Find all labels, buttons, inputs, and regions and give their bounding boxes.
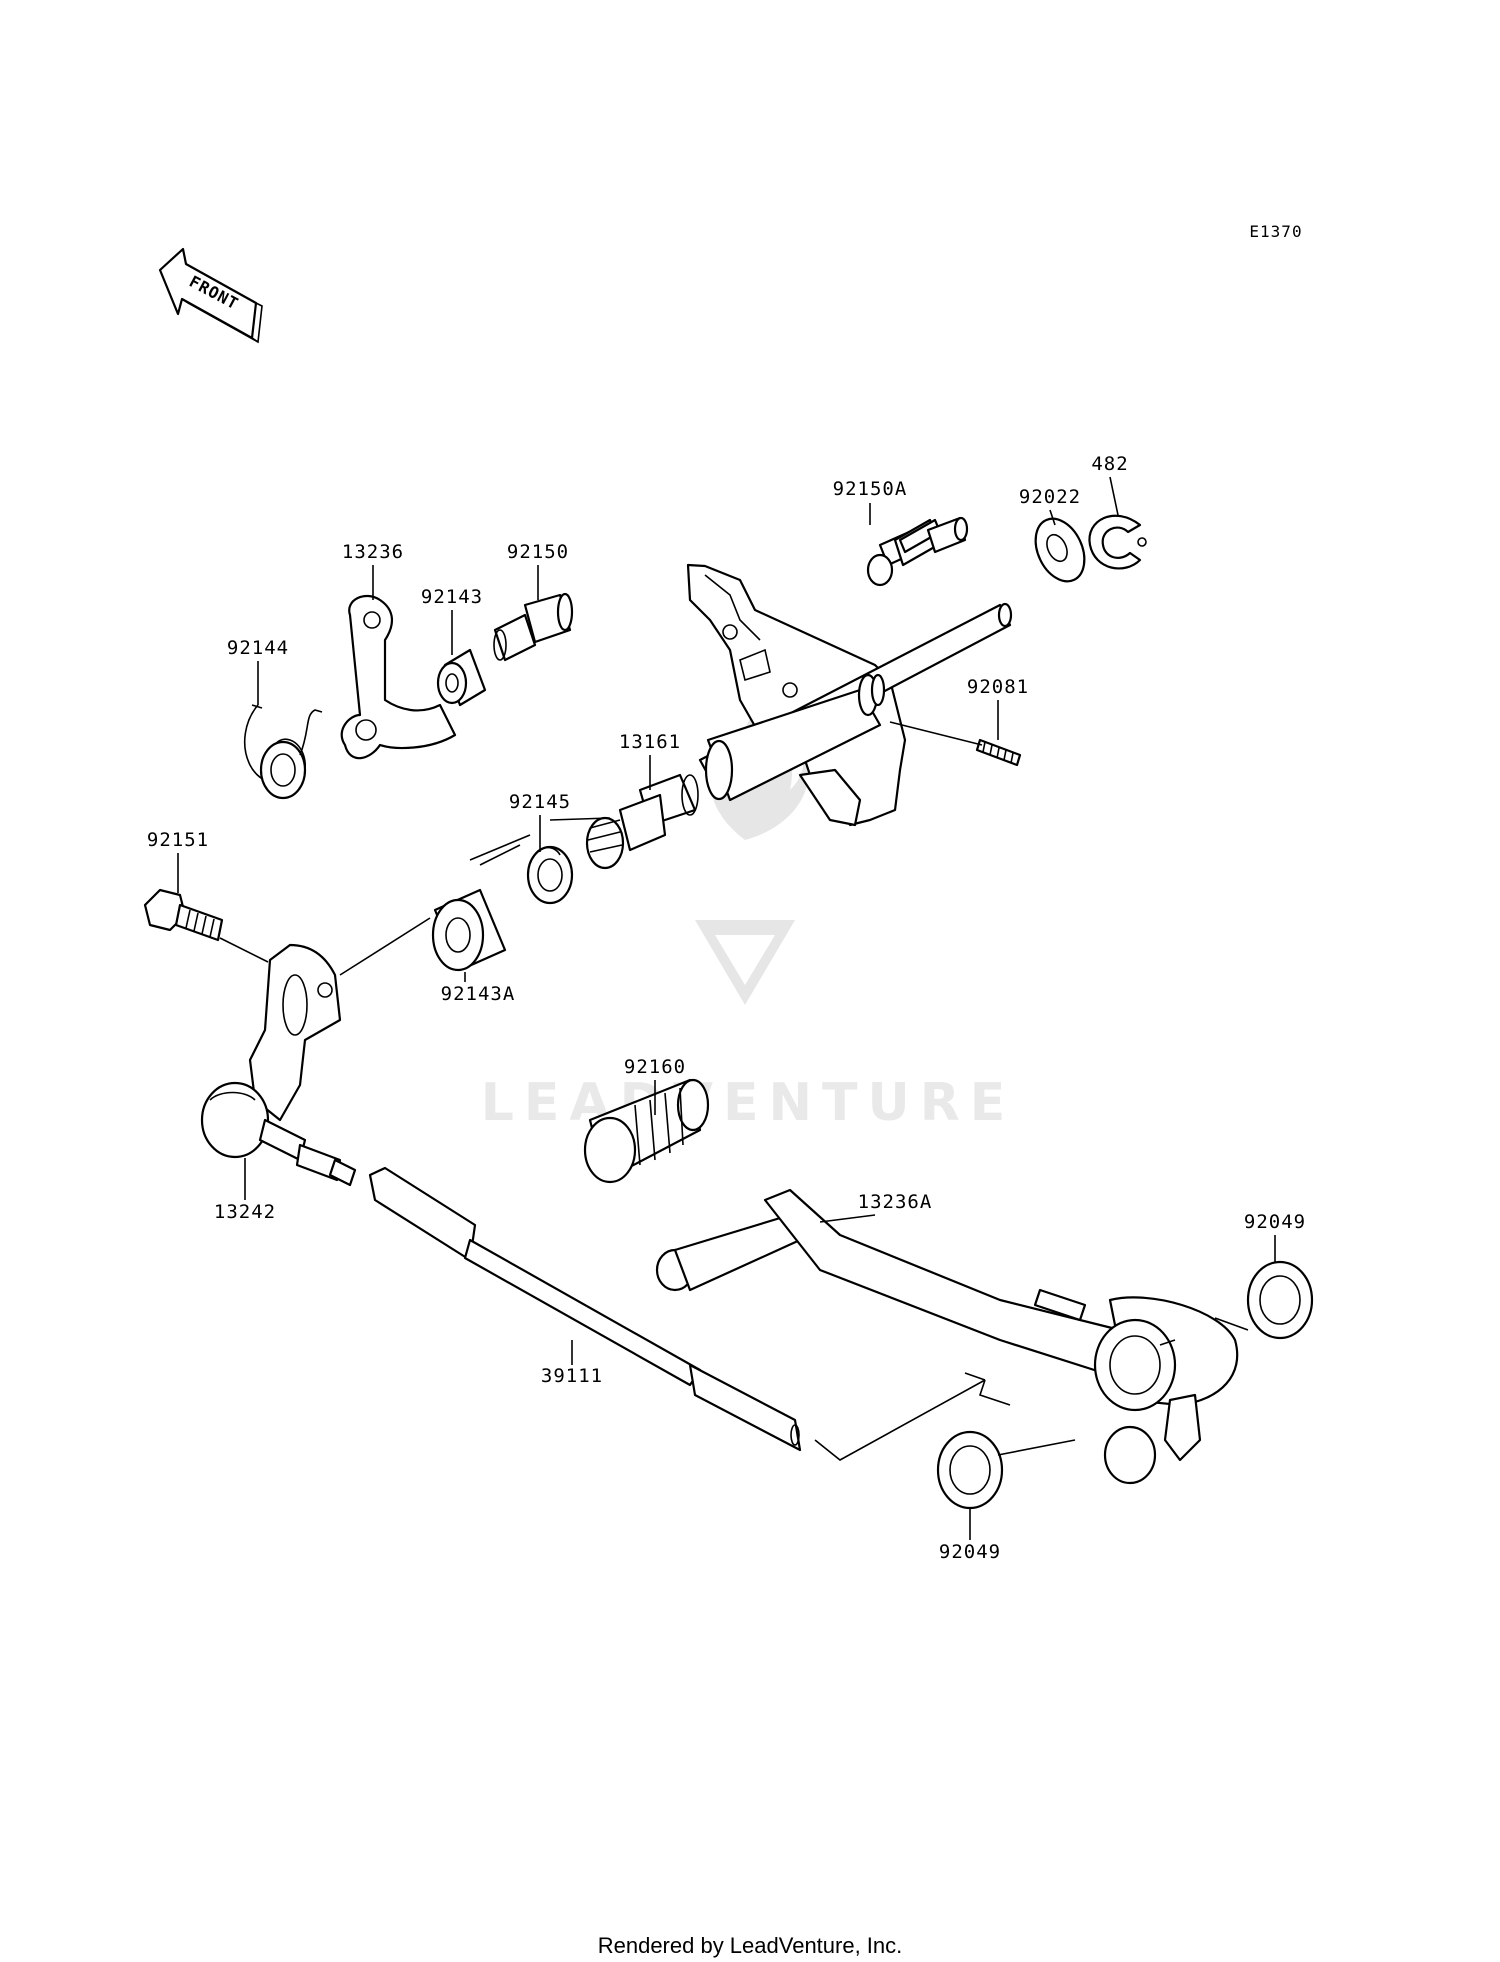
label-92144[interactable]: 92144 — [227, 637, 289, 659]
label-92081[interactable]: 92081 — [967, 676, 1029, 698]
rod-39111 — [368, 1166, 802, 1452]
washer-92049-lower — [936, 1430, 1004, 1510]
shift-shaft-assembly — [686, 563, 1013, 827]
label-92150[interactable]: 92150 — [507, 541, 569, 563]
leadventure-watermark-logo: LEADVENTURE — [481, 690, 1016, 1133]
label-92151[interactable]: 92151 — [147, 829, 209, 851]
pedal-13236A — [655, 1188, 1239, 1485]
bolt-92151 — [143, 888, 224, 942]
gear-shaft-13161 — [585, 773, 699, 870]
washer-92049-upper — [1246, 1260, 1314, 1340]
label-92143[interactable]: 92143 — [421, 586, 483, 608]
diagram-code: E1370 — [1249, 222, 1302, 241]
spring-92081 — [975, 738, 1022, 767]
label-13236A[interactable]: 13236A — [858, 1191, 933, 1213]
label-92143A[interactable]: 92143A — [441, 983, 516, 1005]
label-92160[interactable]: 92160 — [624, 1056, 686, 1078]
label-482[interactable]: 482 — [1091, 453, 1128, 475]
footer-credit: Rendered by LeadVenture, Inc. — [598, 1933, 903, 1958]
label-92150A[interactable]: 92150A — [833, 478, 908, 500]
bolt-92150A — [866, 516, 969, 587]
watermark-text: LEADVENTURE — [481, 1073, 1016, 1133]
label-92049-upper[interactable]: 92049 — [1244, 1211, 1306, 1233]
label-13161[interactable]: 13161 — [619, 731, 681, 753]
label-92022[interactable]: 92022 — [1019, 486, 1081, 508]
shift-lever-arm-13242 — [200, 943, 357, 1187]
circlip-482 — [1088, 514, 1147, 570]
label-13236[interactable]: 13236 — [342, 541, 404, 563]
collar-92143 — [436, 648, 487, 707]
label-92049-lower[interactable]: 92049 — [939, 1541, 1001, 1563]
rubber-92160 — [583, 1078, 710, 1184]
washer-92022 — [1034, 517, 1086, 583]
spring-92145 — [469, 834, 574, 905]
bolt-92150 — [493, 592, 574, 662]
label-13242[interactable]: 13242 — [214, 1201, 276, 1223]
label-92145[interactable]: 92145 — [509, 791, 571, 813]
part-labels: 482 92022 92150A 13236 92150 92143 92144… — [147, 453, 1306, 1563]
spring-92144 — [243, 704, 323, 800]
label-39111[interactable]: 39111 — [541, 1365, 603, 1387]
leader-lines — [177, 476, 1276, 1540]
collar-92143A — [431, 888, 507, 972]
shift-arm-13236 — [340, 594, 457, 760]
front-arrow-icon: FRONT — [158, 247, 263, 344]
